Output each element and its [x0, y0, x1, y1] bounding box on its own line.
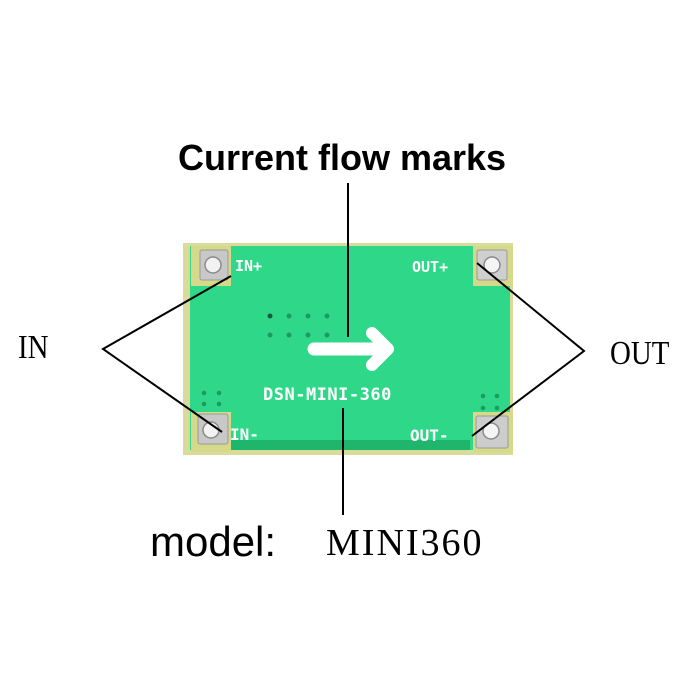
out-pointer-lines [471, 262, 586, 437]
pad-out-plus [473, 246, 513, 286]
input-label: IN [18, 329, 49, 366]
pad-in-plus [191, 246, 231, 286]
in-pointer-lines [101, 275, 232, 433]
output-label: OUT [610, 335, 670, 372]
diagram-title: Current flow marks [178, 137, 507, 178]
via-grid [267, 313, 330, 338]
pad-label-in-minus: IN- [230, 425, 259, 444]
pad-label-in-plus: IN+ [235, 257, 262, 275]
pad-label-out-plus: OUT+ [412, 258, 448, 276]
pcb-edge-shade [230, 440, 470, 450]
annotation-lines [101, 183, 586, 515]
pad-in-minus [191, 412, 231, 452]
current-flow-arrow-icon [307, 327, 394, 371]
via-grid-left [201, 390, 222, 407]
model-prefix: model: [150, 518, 277, 565]
via-grid-right [480, 393, 500, 411]
silkscreen-model: DSN-MINI-360 [263, 385, 392, 405]
mounting-hole-icon [482, 422, 500, 440]
mounting-hole-icon [483, 256, 501, 274]
pad-out-minus [473, 412, 513, 452]
mounting-hole-icon [204, 256, 222, 274]
pad-label-out-minus: OUT- [410, 426, 449, 445]
model-value: MINI360 [326, 522, 484, 564]
